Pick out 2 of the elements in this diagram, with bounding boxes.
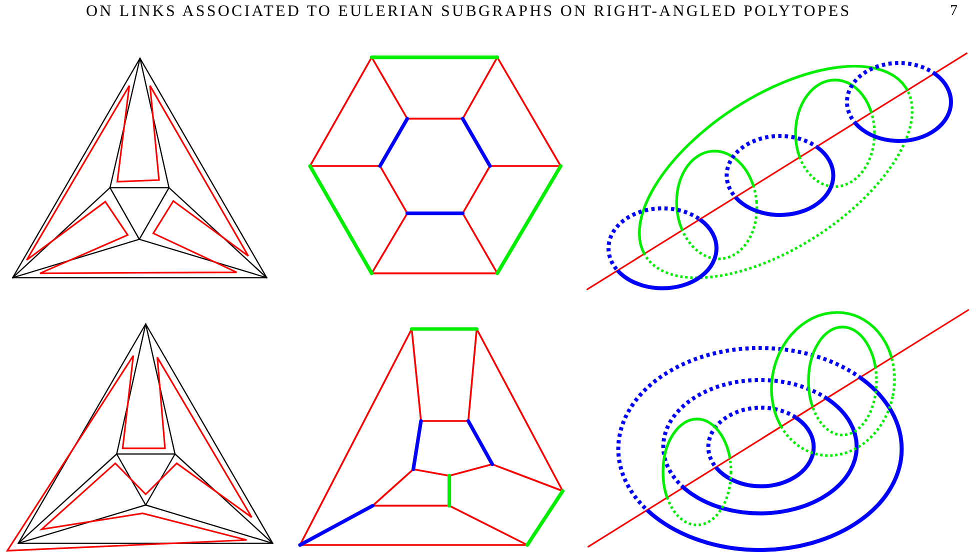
page-header: ON LINKS ASSOCIATED TO EULERIAN SUBGRAPHS ON RIGHT-ANGLED POLYTOPES: [86, 4, 852, 20]
page-number: 7: [950, 4, 958, 19]
